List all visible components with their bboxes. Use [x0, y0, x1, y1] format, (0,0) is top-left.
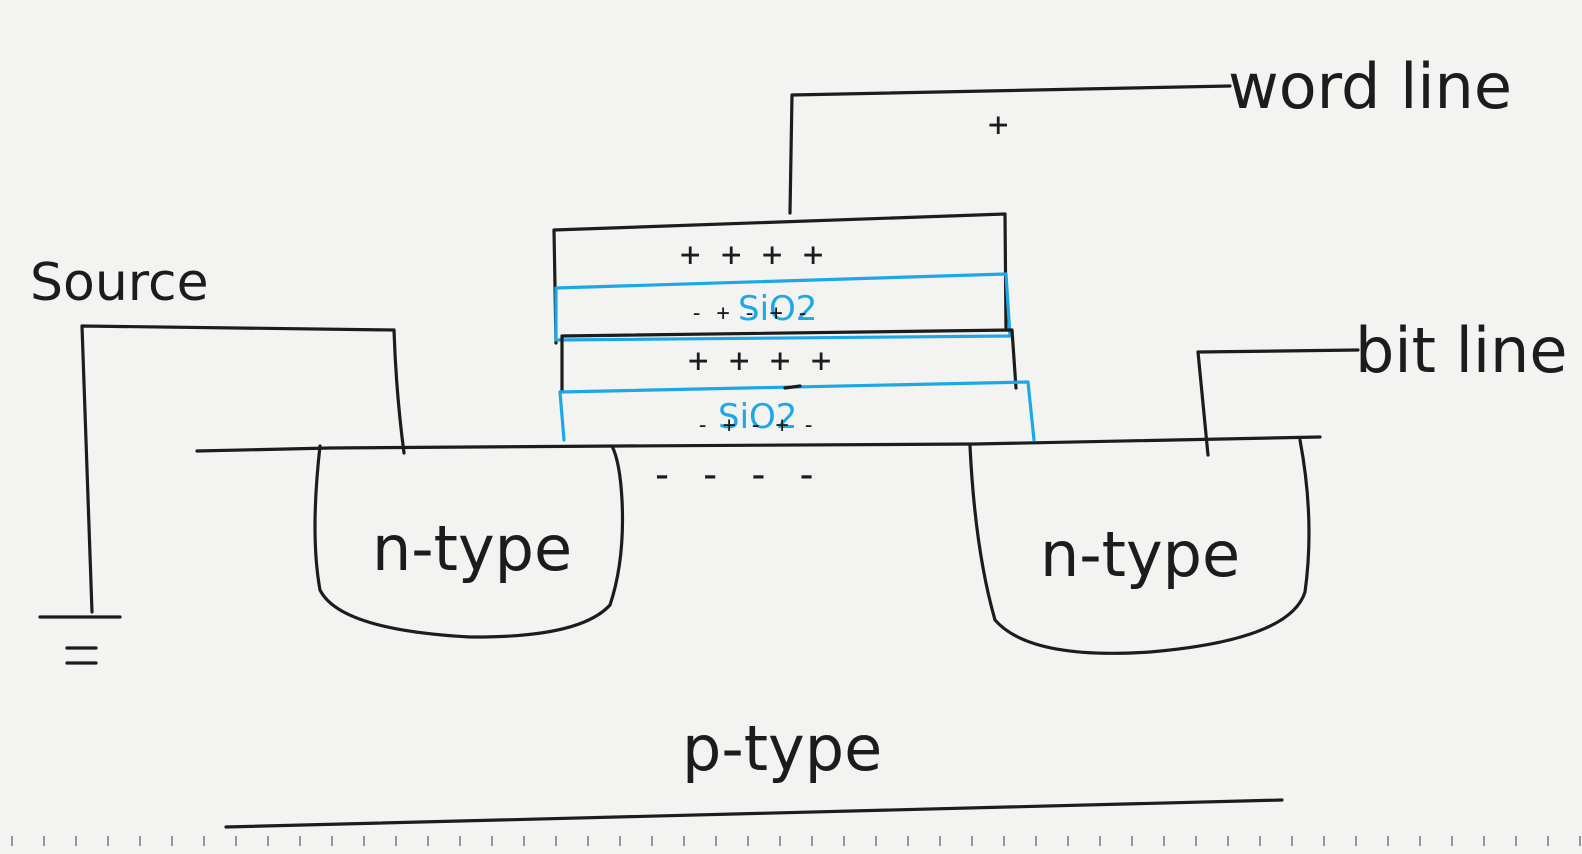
substrate-surface-line [195, 435, 1322, 453]
upper-oxide-layer [554, 272, 1012, 342]
ruler-ticks [11, 836, 1581, 846]
control-gate-box [552, 212, 1008, 345]
source-label: Source [30, 253, 209, 313]
word-line-plus: + [988, 105, 1008, 145]
substrate-bottom-line [224, 798, 1284, 829]
n-type-well-right [968, 438, 1311, 655]
floating-gate-box [560, 328, 1018, 392]
gate-middle-charges: + + + + [688, 341, 831, 381]
n-type-well-left [313, 444, 625, 639]
ground-icon [38, 615, 122, 665]
channel-charges: - - - - [650, 452, 819, 498]
word-line-wire [788, 84, 1232, 215]
lower-oxide-label: SiO2 [718, 397, 797, 437]
p-type-label: p-type [682, 712, 882, 785]
oxide-top-charges: - + - + - [690, 301, 809, 326]
n-type-left-label: n-type [372, 512, 572, 585]
floating-gate-stroke [783, 384, 802, 390]
gate-top-charges: + + + + [680, 235, 823, 275]
oxide-bottom-charges: - + - + - [696, 413, 815, 438]
upper-oxide-label: SiO2 [738, 289, 817, 329]
source-wire [80, 324, 406, 614]
bit-line-wire [1196, 348, 1360, 457]
bit-line-label: bit line [1355, 314, 1568, 387]
n-type-right-label: n-type [1040, 518, 1240, 591]
word-line-label: word line [1228, 50, 1512, 123]
